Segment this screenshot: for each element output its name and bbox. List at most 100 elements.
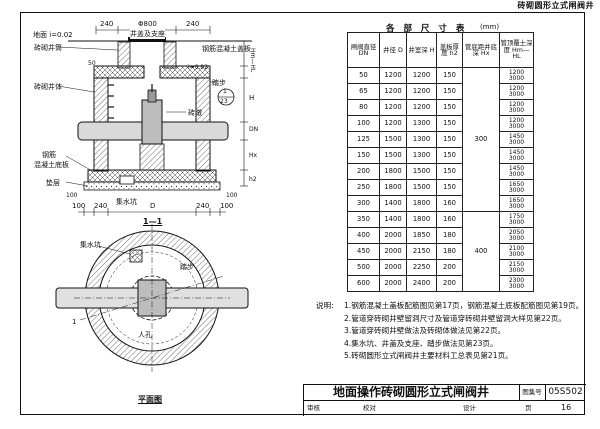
- manhole-cover: [128, 37, 166, 42]
- dim-D: D: [150, 202, 156, 210]
- cell-hx-bottom: 400: [462, 211, 500, 292]
- cell-d: 1800: [379, 163, 407, 180]
- cell-h2: 150: [436, 67, 463, 84]
- cell-hm-min: 1450: [508, 164, 525, 172]
- dim-Hx: Hx: [249, 152, 258, 159]
- cell-h: 1300: [406, 131, 437, 148]
- cell-hm-max: 3000: [508, 202, 525, 210]
- sump-pit: [119, 175, 135, 185]
- dim-Hm-HL: Hm—HL: [249, 48, 256, 73]
- cell-dn: 80: [347, 99, 380, 116]
- plan-sump: [129, 249, 143, 263]
- cell-h2: 150: [436, 163, 463, 180]
- cell-h2: 160: [436, 211, 463, 228]
- check-label: 校对: [363, 404, 376, 412]
- dim-100-rr: 100: [226, 192, 238, 199]
- ring-wall-left: [117, 41, 131, 69]
- plan-title: 平面图: [138, 395, 162, 404]
- dim-DN: DN: [249, 126, 259, 133]
- header-hx: 管底距井底深 Hx: [462, 32, 500, 68]
- cell-h: 1800: [406, 195, 437, 212]
- cell-d: 1200: [379, 115, 407, 132]
- header-h2: 盖板厚度 h2: [436, 32, 463, 68]
- cell-hm-max: 3000: [508, 138, 525, 146]
- cell-h: 1500: [406, 179, 437, 196]
- cell-h2: 150: [436, 179, 463, 196]
- plan-label-sump: 集水坑: [80, 241, 101, 249]
- dim-H: H: [249, 94, 255, 102]
- cell-hm-max: 3000: [508, 250, 525, 258]
- table-header-row: 闸阀直径 DN 井径 D 井室深 H 盖板厚度 h2 管底距井底深 Hx 管顶覆…: [347, 32, 534, 68]
- cell-h2: 180: [436, 227, 463, 244]
- cell-dn: 50: [347, 67, 380, 84]
- note-item: 2.管道穿砖砌井壁留洞尺寸及管道穿砖砌井壁留洞大样见第22页。: [344, 313, 566, 323]
- cell-d: 2000: [379, 243, 407, 260]
- cell-hm-min: 1200: [508, 100, 525, 108]
- table-title: 各 部 尺 寸 表: [386, 24, 468, 34]
- base-slab: [87, 169, 217, 183]
- vertical-dims: [240, 40, 248, 187]
- cell-hm-min: 1450: [508, 148, 525, 156]
- header-h: 井室深 H: [406, 32, 437, 68]
- cell-d: 2000: [379, 227, 407, 244]
- cover-slab-right: [159, 65, 211, 79]
- table-unit: (mm): [480, 23, 500, 31]
- label-base-slab-1: 钢筋: [42, 151, 56, 159]
- cell-hm-max: 3000: [508, 154, 525, 162]
- note-item: 5.砖砌圆形立式闸阀井主要材料工总表见第21页。: [344, 351, 513, 361]
- dim-100-ll: 100: [66, 192, 78, 199]
- cell-hm-max: 3000: [508, 74, 525, 82]
- notes-lead: 说明:: [316, 301, 334, 310]
- cell-hm-min: 2300: [508, 276, 525, 284]
- cell-d: 1500: [379, 147, 407, 164]
- label-i-note: i=0.02: [188, 64, 209, 71]
- cell-h2: 150: [436, 131, 463, 148]
- cell-hm-min: 2100: [508, 244, 525, 252]
- cell-d: 1400: [379, 211, 407, 228]
- cell-d: 1800: [379, 179, 407, 196]
- cell-d: 1500: [379, 131, 407, 148]
- dim-240-br: 240: [196, 202, 210, 210]
- cell-dn: 125: [347, 131, 380, 148]
- dim-240-top-right: 240: [186, 20, 200, 28]
- cell-h: 1200: [406, 83, 437, 100]
- cell-dn: 600: [347, 275, 380, 292]
- plan-view-drawing: [55, 224, 249, 372]
- page-number: 16: [561, 403, 572, 412]
- dim-100-l: 100: [72, 202, 86, 210]
- cell-h: 1500: [406, 163, 437, 180]
- cell-hm-min: 1650: [508, 180, 525, 188]
- header-d: 井径 D: [379, 32, 407, 68]
- cushion-layer: [83, 181, 221, 191]
- detail-number: 1: [223, 88, 227, 95]
- cell-h: 2150: [406, 243, 437, 260]
- cell-hm-max: 3000: [508, 122, 525, 130]
- cell-hm-min: 2150: [508, 260, 525, 268]
- cell-hm-max: 3000: [508, 106, 525, 114]
- cell-h2: 160: [436, 195, 463, 212]
- detail-sheet: 23: [220, 98, 228, 105]
- cell-dn: 200: [347, 163, 380, 180]
- label-cover: 井盖及支座: [130, 29, 165, 39]
- dim-800: Φ800: [138, 20, 157, 28]
- cell-hx-top: 300: [462, 67, 500, 212]
- cell-d: 1200: [379, 83, 407, 100]
- cell-hm-max: 3000: [508, 266, 525, 274]
